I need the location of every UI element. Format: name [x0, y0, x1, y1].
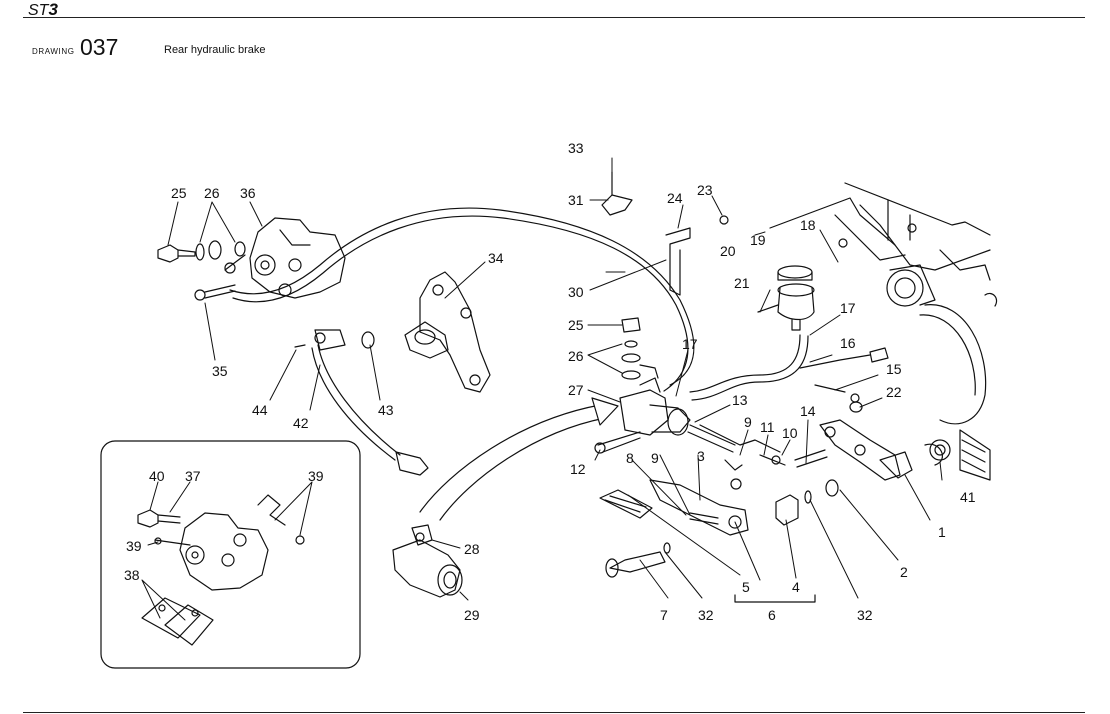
callout-32-left: 32 [698, 607, 714, 623]
pedal-pivot-parts [605, 479, 839, 603]
callout-39-upper: 39 [308, 468, 324, 484]
detail-callout-arrow [419, 397, 619, 521]
callout-34: 34 [488, 250, 504, 266]
caliper-bolt [194, 284, 236, 301]
callout-44: 44 [252, 402, 268, 418]
callout-1: 1 [938, 524, 946, 540]
callout-40: 40 [149, 468, 165, 484]
callout-41: 41 [960, 489, 976, 505]
callout-9-lower: 9 [651, 450, 659, 466]
callout-23: 23 [697, 182, 713, 198]
callout-8: 8 [626, 450, 634, 466]
callout-25-caliper: 25 [171, 185, 187, 201]
callout-4: 4 [792, 579, 800, 595]
callout-42: 42 [293, 415, 309, 431]
caliper-bracket [404, 271, 491, 393]
brake-hose [229, 207, 695, 392]
frame-section [769, 182, 998, 481]
drawing-title: Rear hydraulic brake [164, 44, 266, 56]
callout-43: 43 [378, 402, 394, 418]
callout-33: 33 [568, 140, 584, 156]
rear-caliper [224, 217, 346, 299]
callout-9-upper: 9 [744, 414, 752, 430]
caliper-bleeder [157, 240, 246, 263]
drawing-number: 037 [80, 34, 119, 60]
callout-29: 29 [464, 607, 480, 623]
fluid-reservoir [689, 265, 889, 413]
callout-27: 27 [568, 382, 584, 398]
callout-35: 35 [212, 363, 228, 379]
callout-13: 13 [732, 392, 748, 408]
callout-36: 36 [240, 185, 256, 201]
header-rule [23, 17, 1085, 18]
callout-19: 19 [750, 232, 766, 248]
callout-12: 12 [570, 461, 586, 477]
callout-22: 22 [886, 384, 902, 400]
callout-17-lower: 17 [682, 336, 698, 352]
callout-14: 14 [800, 403, 816, 419]
model-name: ST3 [28, 0, 58, 19]
callout-39-left: 39 [126, 538, 142, 554]
callout-32-right: 32 [857, 607, 873, 623]
callout-5: 5 [742, 579, 750, 595]
drawing-label: DRAWING [32, 47, 75, 56]
callout-38: 38 [124, 567, 140, 583]
callout-24: 24 [667, 190, 683, 206]
master-cylinder-detail [392, 524, 463, 598]
brake-pedal [699, 393, 951, 490]
leader-lines [141, 157, 943, 621]
inset-detail-box [100, 440, 361, 669]
callout-2: 2 [900, 564, 908, 580]
pedal-lever [599, 479, 749, 536]
callout-28: 28 [464, 541, 480, 557]
inset-caliper [137, 494, 305, 591]
hose-clamp [601, 171, 729, 296]
callout-37: 37 [185, 468, 201, 484]
callout-26-master: 26 [568, 348, 584, 364]
callout-11: 11 [760, 419, 775, 435]
callout-17-upper: 17 [840, 300, 856, 316]
footer-rule [23, 712, 1085, 713]
inset-brake-pads [141, 597, 214, 646]
callout-6: 6 [768, 607, 776, 623]
callout-7: 7 [660, 607, 668, 623]
callout-21: 21 [734, 275, 750, 291]
callout-26-caliper: 26 [204, 185, 220, 201]
callout-16: 16 [840, 335, 856, 351]
master-bleed-stack [621, 317, 659, 380]
callout-18: 18 [800, 217, 816, 233]
callout-10: 10 [782, 425, 798, 441]
callout-20: 20 [720, 243, 736, 259]
sensor-hose [294, 329, 429, 476]
callout-31: 31 [568, 192, 584, 208]
callout-3: 3 [697, 448, 705, 464]
callout-25-master: 25 [568, 317, 584, 333]
callout-numbers: 1 2 3 4 5 6 7 8 9 9 10 11 12 13 14 15 16… [124, 140, 976, 623]
callout-15: 15 [886, 361, 902, 377]
master-cylinder [594, 377, 736, 454]
callout-30: 30 [568, 284, 584, 300]
